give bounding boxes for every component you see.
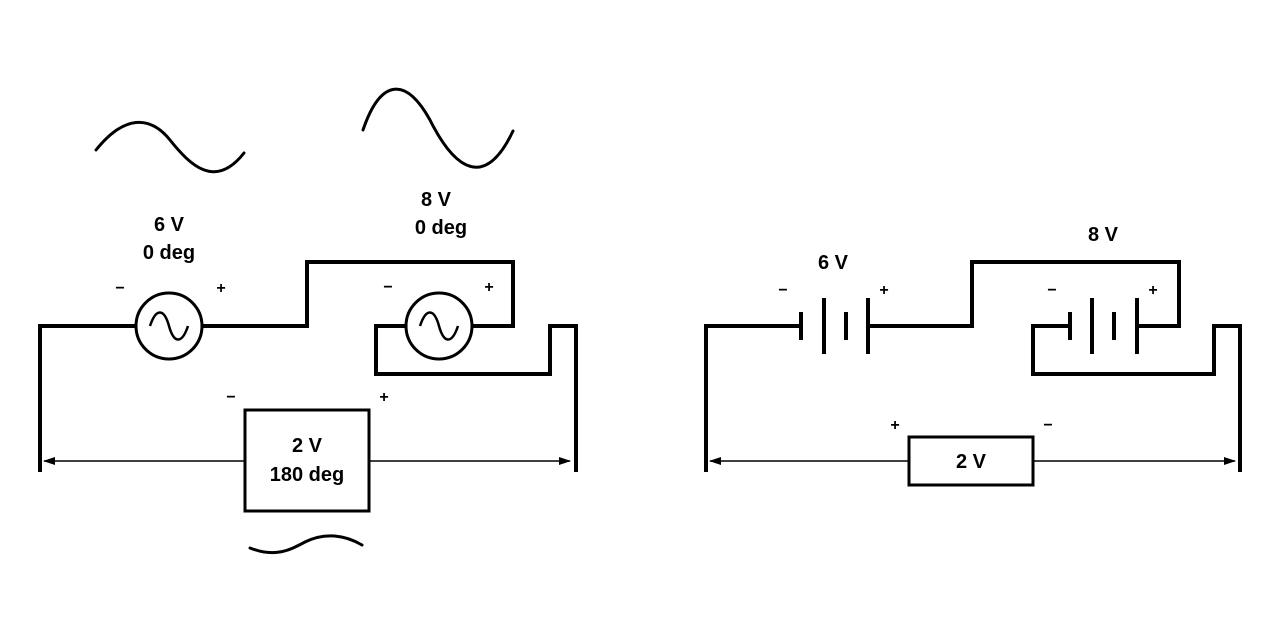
source1-voltage: 6 V bbox=[154, 214, 185, 236]
dc-meter-box bbox=[907, 435, 1035, 487]
ac-source2-return-wire bbox=[374, 324, 578, 472]
source2-phase: 0 deg bbox=[415, 217, 467, 239]
battery2-plus: + bbox=[1148, 282, 1157, 299]
ac-meter-box bbox=[243, 408, 371, 513]
sine-wave-icon bbox=[361, 87, 515, 169]
battery2-voltage: 8 V bbox=[1088, 224, 1119, 246]
ac-meter-voltage: 2 V bbox=[292, 435, 323, 457]
ac-middle-wire bbox=[200, 260, 515, 328]
sine-wave-icon bbox=[248, 534, 364, 555]
source1-phase: 0 deg bbox=[143, 242, 195, 264]
dc-meter-voltage: 2 V bbox=[956, 451, 987, 473]
source2-plus: + bbox=[484, 279, 493, 296]
battery1-minus: − bbox=[778, 282, 787, 299]
dc-meter-minus: − bbox=[1043, 417, 1052, 434]
ac-source-icon bbox=[134, 291, 204, 361]
dc-circuit: 6 V − + 8 V − + 2 V + − bbox=[704, 224, 1242, 487]
ac-circuit: 6 V 0 deg − + 8 V 0 deg − + 2 V 180 deg … bbox=[38, 87, 578, 555]
ac-meter-phase: 180 deg bbox=[270, 464, 344, 486]
ac-source-icon bbox=[404, 291, 474, 361]
battery1-plus: + bbox=[879, 282, 888, 299]
ac-left-wire bbox=[38, 324, 138, 472]
source2-minus: − bbox=[383, 279, 392, 296]
sine-wave-icon bbox=[94, 120, 246, 174]
ac-meter-minus: − bbox=[226, 389, 235, 406]
dc-left-wire bbox=[704, 324, 803, 472]
ac-meter-plus: + bbox=[379, 389, 388, 406]
dc-battery2-return-wire bbox=[1031, 324, 1242, 472]
battery-icon bbox=[799, 298, 870, 354]
source1-minus: − bbox=[115, 280, 124, 297]
battery-icon bbox=[1068, 298, 1139, 354]
battery2-minus: − bbox=[1047, 282, 1056, 299]
battery1-voltage: 6 V bbox=[818, 252, 849, 274]
dc-meter-plus: + bbox=[890, 417, 899, 434]
source1-plus: + bbox=[216, 280, 225, 297]
dc-middle-wire bbox=[866, 260, 1181, 328]
source2-voltage: 8 V bbox=[421, 189, 452, 211]
